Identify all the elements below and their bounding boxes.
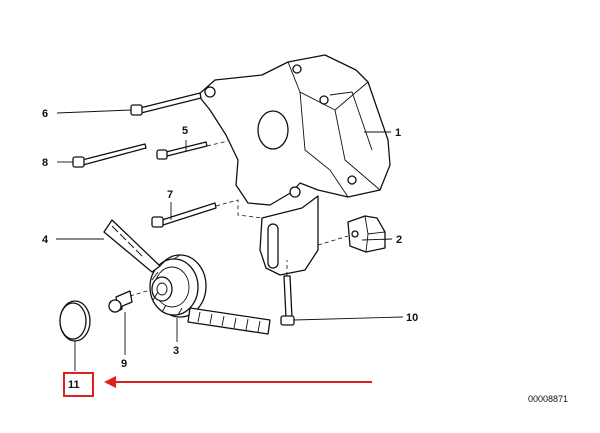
bracket-part-1 <box>197 54 391 206</box>
callout-5: 5 <box>182 125 188 137</box>
cover-cap-part-11 <box>59 300 91 342</box>
belt-part-4 <box>103 219 271 335</box>
nut-part-2 <box>347 215 386 253</box>
callout-10: 10 <box>406 312 418 324</box>
callout-4: 4 <box>42 234 49 246</box>
callout-6: 6 <box>42 108 48 120</box>
bolt-part-8 <box>72 143 147 168</box>
diagram-number: 00008871 <box>528 394 568 404</box>
adjuster-arm <box>259 195 319 276</box>
callout-7: 7 <box>167 189 173 201</box>
highlight-box <box>63 372 94 397</box>
callout-8: 8 <box>42 157 48 169</box>
bolt-part-6 <box>130 92 202 116</box>
assembly-lines <box>129 140 349 297</box>
leader-lines <box>56 109 404 371</box>
callout-11: 11 <box>68 379 80 391</box>
callout-2: 2 <box>396 234 402 246</box>
bolt-part-7 <box>151 202 217 228</box>
highlight-annotation <box>63 372 372 397</box>
bolt-part-9 <box>108 290 133 313</box>
callout-1: 1 <box>395 127 401 139</box>
callout-3: 3 <box>173 345 179 357</box>
pulley-part-3 <box>149 254 207 318</box>
highlight-arrow-head <box>104 376 116 388</box>
callout-labels: 6 8 5 7 4 1 2 3 9 10 11 <box>42 108 418 391</box>
bolt-part-10 <box>280 275 295 326</box>
bolt-part-5 <box>156 141 208 160</box>
callout-9: 9 <box>121 358 127 370</box>
